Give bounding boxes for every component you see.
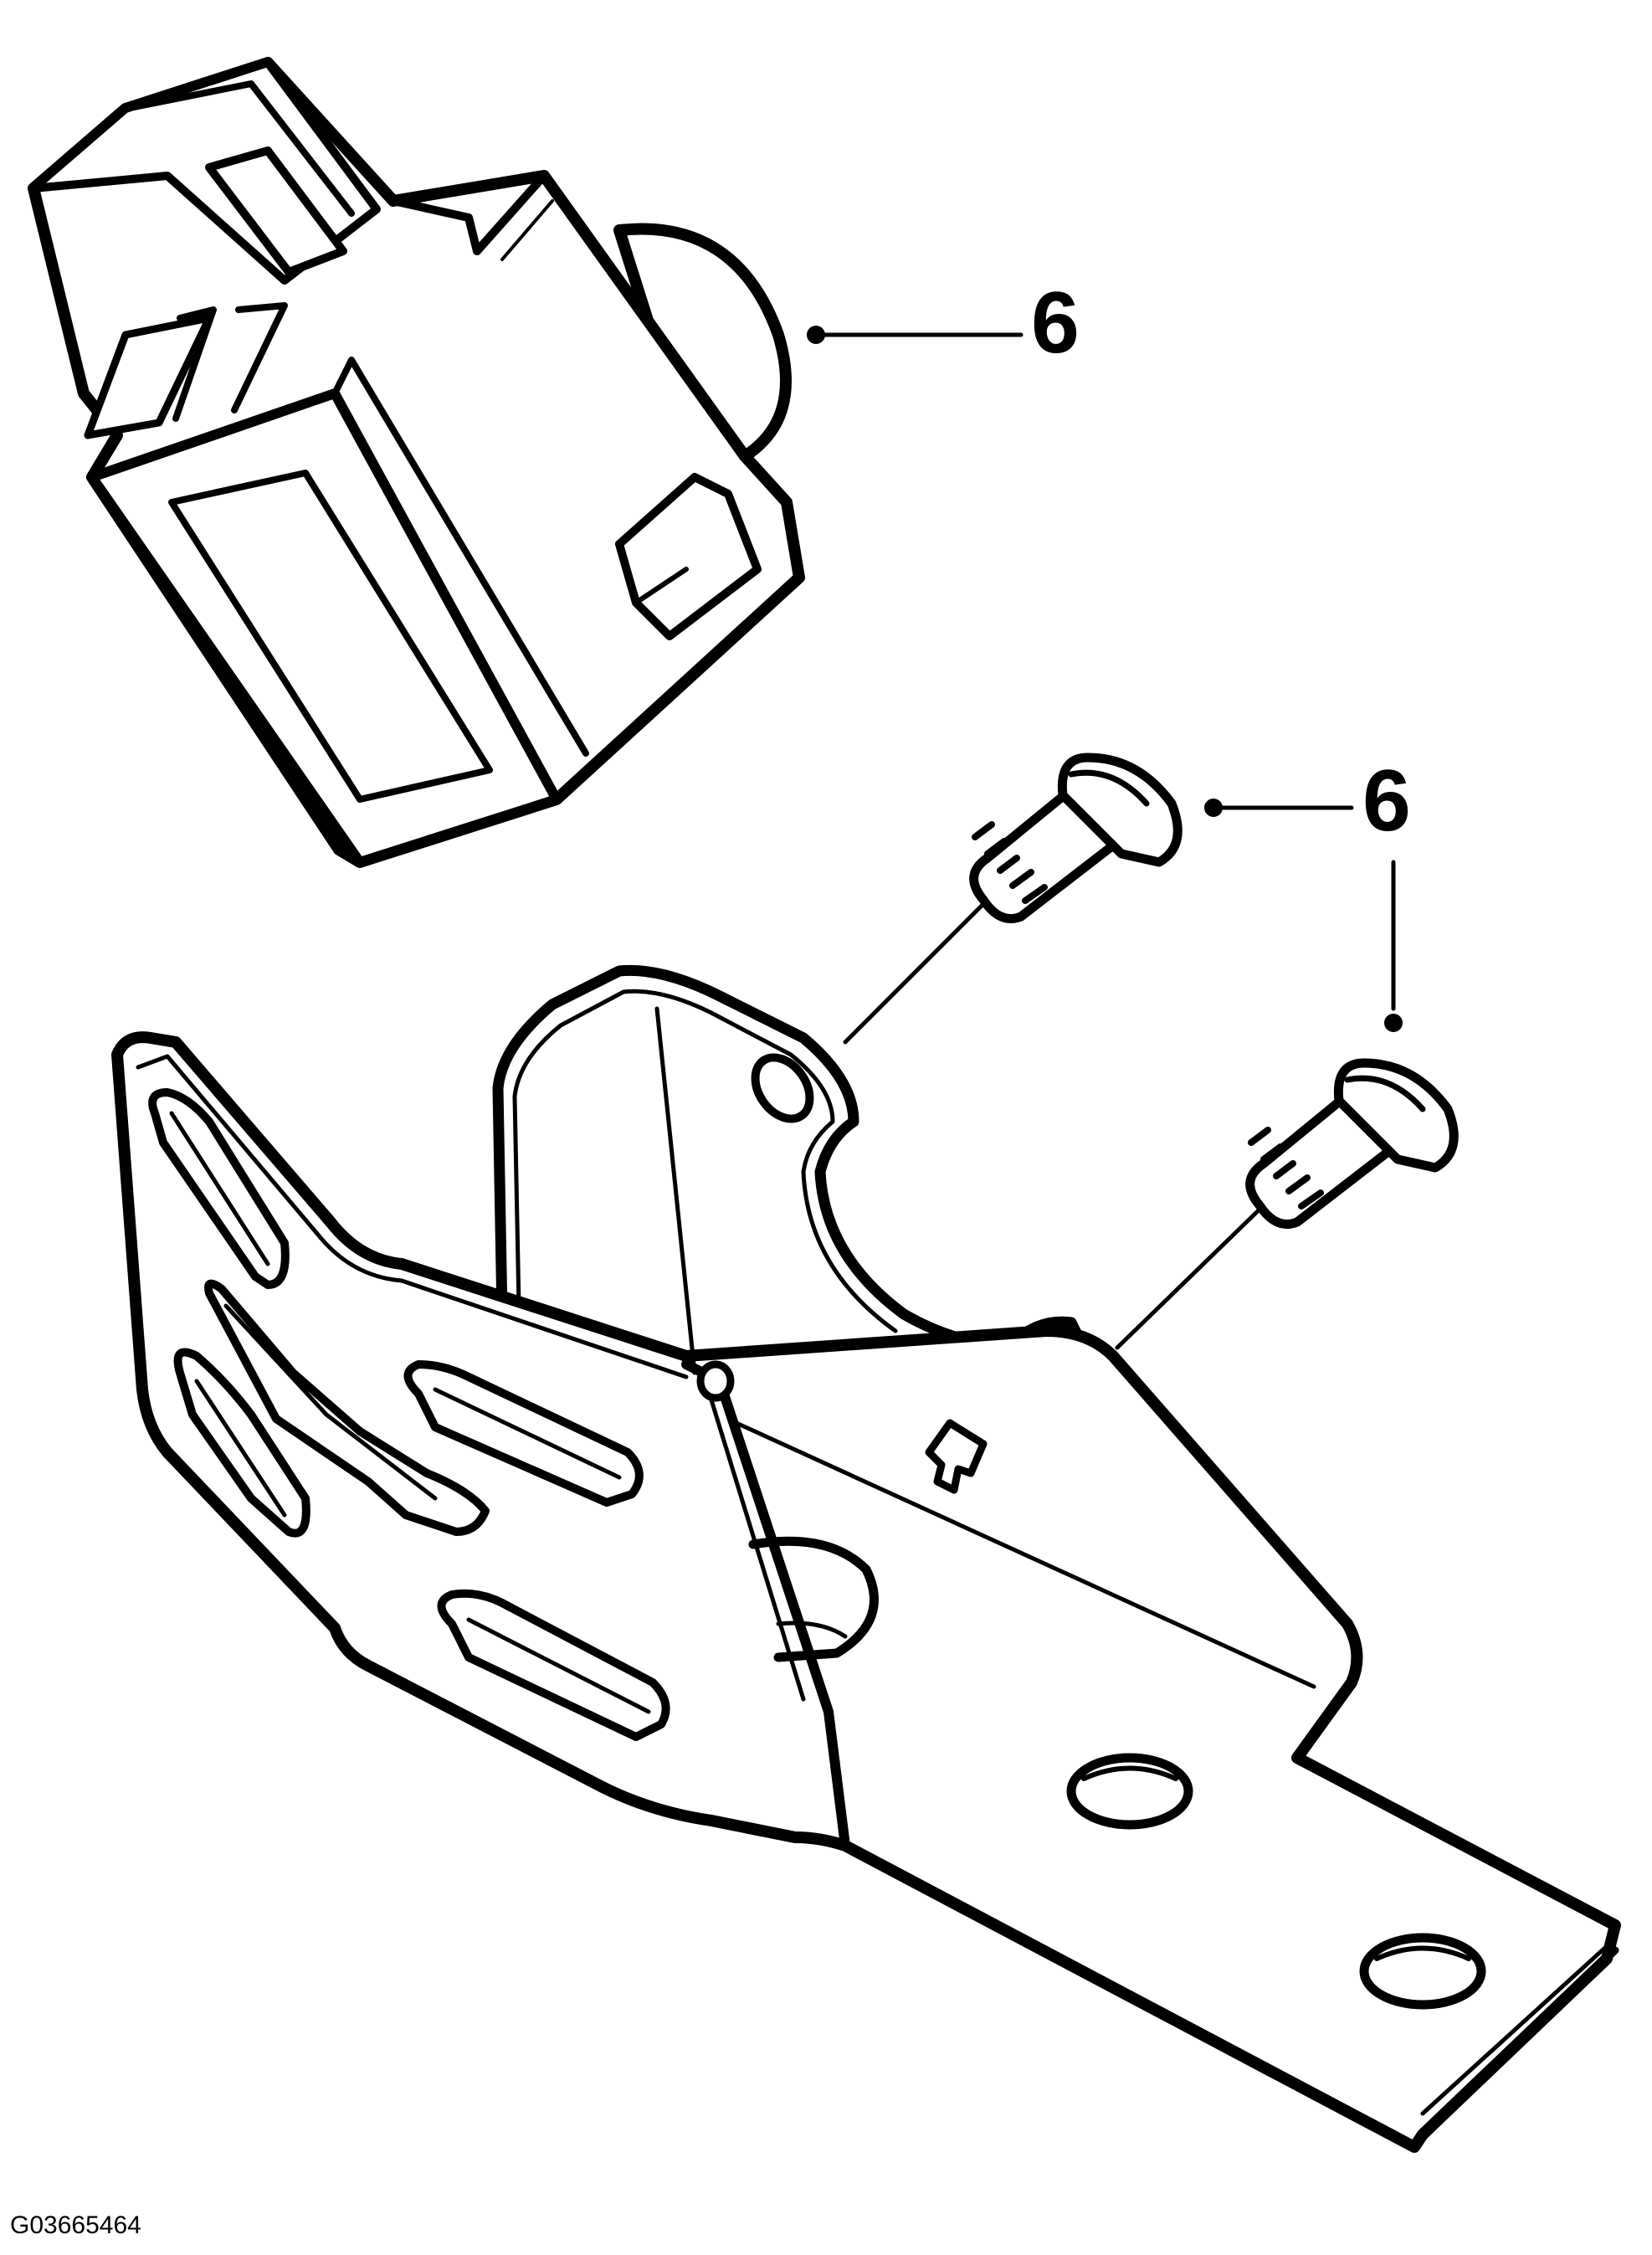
bracket-clip [925, 1419, 988, 1494]
sensor-housing [0, 0, 805, 868]
slot-2 [204, 1279, 490, 1536]
bolt-upper [843, 753, 1183, 1045]
callout-number-sensor: 6 [1031, 275, 1080, 372]
upright-hole-left [751, 1053, 814, 1123]
figure-reference-id: G03665464 [10, 2211, 141, 2239]
mounting-bracket [111, 964, 1621, 2153]
bolt-lower [1115, 1058, 1459, 1350]
callout-number-bolts: 6 [1362, 753, 1411, 850]
leader-bolts [1204, 799, 1403, 1032]
sensor-dome [613, 223, 792, 475]
leader-top [807, 326, 1024, 344]
label-recess [0, 0, 1, 1]
bracket-base [111, 1031, 1621, 2153]
